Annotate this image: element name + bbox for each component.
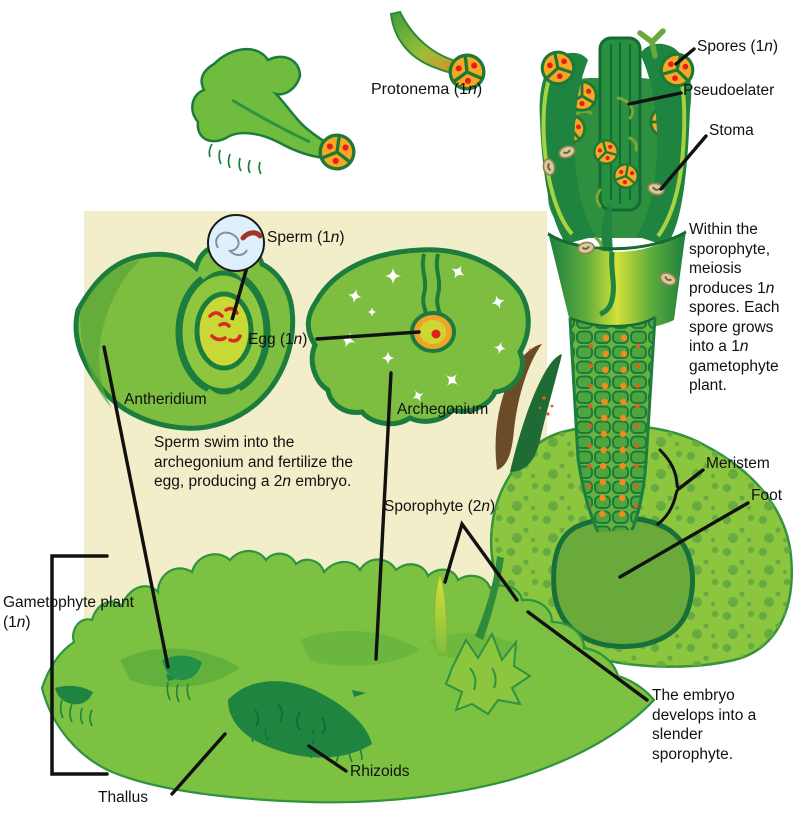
thallus-leader	[170, 732, 227, 796]
gametophyte-bracket	[50, 554, 109, 776]
rhizoids-label: Rhizoids	[350, 763, 410, 780]
involucre-collar	[444, 631, 532, 716]
antheridium-leader	[102, 345, 170, 669]
egg-label: Egg (1n)	[248, 331, 308, 348]
archegonium-label: Archegonium	[397, 401, 489, 418]
spores-leader	[674, 47, 696, 66]
meristem-label: Meristem	[706, 455, 770, 472]
fertilization-note: Sperm swim into the archegonium and fert…	[154, 434, 354, 491]
sperm-inset	[207, 214, 265, 321]
thallus-illustration	[40, 549, 656, 804]
pseudoelater-icon	[637, 28, 666, 59]
antheridium-label: Antheridium	[124, 391, 207, 408]
meristem-bracket	[656, 448, 681, 526]
sperm-head	[240, 230, 263, 241]
gametophyte-plant-label: Gametophyte plant (1n)	[3, 594, 134, 631]
released-spores	[537, 28, 698, 91]
embryo-note: The embryo develops into a slender sporo…	[652, 687, 757, 763]
rhizoids-leader	[307, 744, 348, 773]
sporophyte-leader	[443, 520, 519, 602]
embryo-leader	[526, 610, 649, 702]
protonema-illustration	[389, 10, 488, 93]
foot-label: Foot	[751, 487, 783, 504]
thallus-underside	[228, 681, 372, 758]
spore-tetrad-icon	[316, 131, 358, 173]
rhizoids-illustration	[237, 699, 363, 763]
sperm-label: Sperm (1n)	[267, 229, 345, 246]
sperm-flagellum	[215, 231, 248, 256]
sporophyte-foot	[551, 515, 695, 649]
pseudoelater-leader	[627, 91, 683, 106]
young-gametophyte	[191, 47, 358, 175]
meristem-leader	[678, 468, 705, 490]
protonema-label: Protonema (1n)	[371, 81, 483, 98]
thallus-label: Thallus	[98, 789, 148, 806]
sporophyte-label: Sporophyte (2n)	[384, 498, 496, 515]
stoma-leader	[659, 134, 708, 191]
archegonium-illustration	[305, 247, 531, 427]
spores-label: Spores (1n)	[697, 38, 778, 55]
leader-lines	[50, 47, 750, 796]
meiosis-note: Within the sporophyte, meiosis produces …	[689, 221, 780, 395]
pseudoelater-label: Pseudoelater	[683, 82, 775, 99]
archegonium-leader	[374, 371, 393, 661]
sperm-mass	[208, 306, 242, 343]
sporophyte-cell-column	[568, 315, 657, 533]
egg-leader	[315, 330, 421, 341]
foot-leader	[618, 501, 750, 579]
slender-sporophytes	[434, 556, 532, 716]
stoma-label: Stoma	[709, 122, 754, 139]
